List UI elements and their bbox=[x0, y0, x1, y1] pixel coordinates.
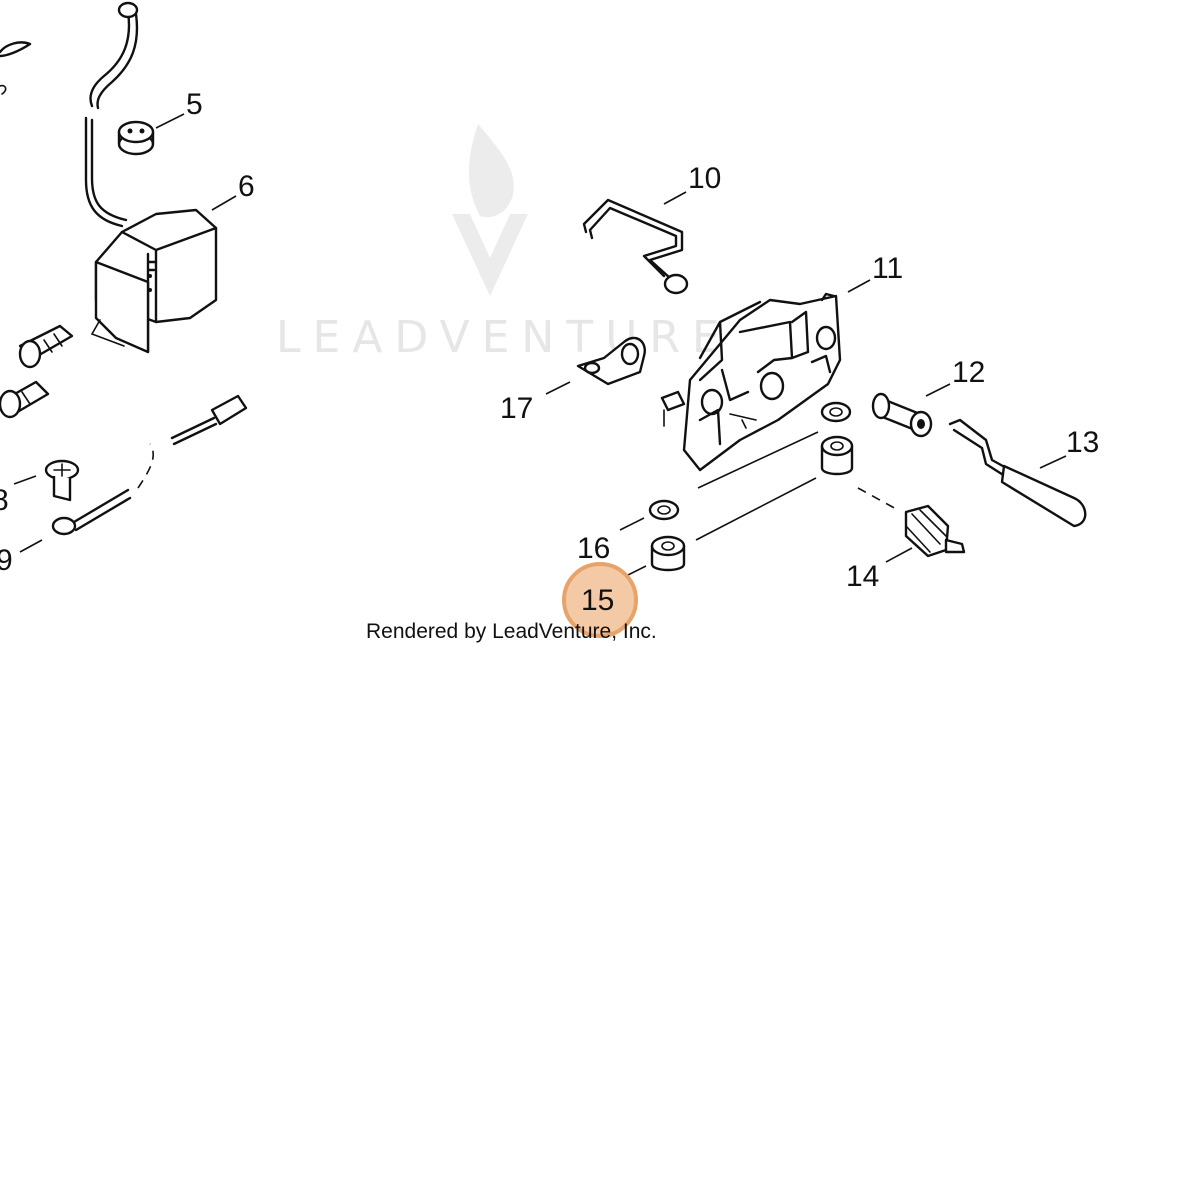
dashed-leader-part-14 bbox=[857, 487, 899, 511]
callout-9[interactable]: 9 bbox=[0, 544, 13, 577]
callout-10[interactable]: 10 bbox=[688, 162, 721, 195]
render-credit: Rendered by LeadVenture, Inc. bbox=[366, 620, 657, 643]
ring-terminal-wire bbox=[51, 394, 248, 536]
callout-15[interactable]: 15 bbox=[581, 584, 614, 617]
callout-8[interactable]: 8 bbox=[0, 484, 9, 517]
watermark-logo bbox=[452, 124, 528, 296]
grommet-part-5 bbox=[117, 120, 155, 156]
clamp-part-17 bbox=[576, 336, 646, 386]
fuel-line bbox=[89, 1, 139, 110]
clip-partial bbox=[0, 41, 32, 58]
cylinder-part-12 bbox=[871, 392, 933, 438]
link-rod-part-10 bbox=[582, 198, 689, 295]
callout-leaders bbox=[13, 113, 1067, 579]
switch-part-14 bbox=[904, 504, 966, 558]
nipple-fitting-upper bbox=[18, 324, 74, 369]
callout-11[interactable]: 11 bbox=[872, 252, 903, 285]
nipple-fitting-lower bbox=[0, 380, 50, 419]
ignition-coil-part-6 bbox=[84, 116, 218, 354]
washer-part-16 bbox=[648, 499, 680, 521]
callout-6[interactable]: 6 bbox=[238, 170, 255, 203]
bracket-housing-part-11 bbox=[660, 292, 842, 472]
callout-15-highlight bbox=[562, 562, 638, 638]
spacer-part-15 bbox=[650, 535, 686, 572]
callout-14[interactable]: 14 bbox=[846, 560, 879, 593]
watermark-text: LEADVENTURE bbox=[276, 312, 732, 363]
callout-12[interactable]: 12 bbox=[952, 356, 985, 389]
washer-upper-right bbox=[820, 401, 852, 423]
spacer-upper-right bbox=[820, 435, 854, 476]
callout-13[interactable]: 13 bbox=[1066, 426, 1099, 459]
callout-17[interactable]: 17 bbox=[500, 392, 533, 425]
screw-part-8 bbox=[44, 459, 80, 502]
alignment-lines bbox=[695, 431, 819, 541]
callout-16[interactable]: 16 bbox=[577, 532, 610, 565]
callout-5[interactable]: 5 bbox=[186, 88, 203, 121]
lever-part-13 bbox=[948, 418, 1087, 528]
